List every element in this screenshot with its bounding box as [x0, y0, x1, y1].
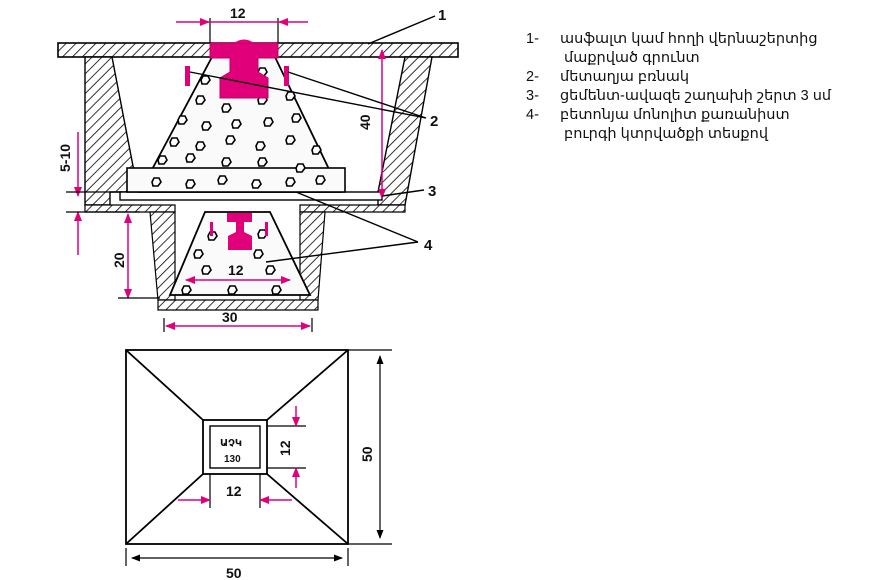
legend-num-3: 3-	[526, 88, 539, 104]
aggregate-stone	[217, 175, 228, 185]
aggregate-stone	[271, 285, 282, 295]
legend-item-4: 4- բետոնյա մոնոլիտ քառանիստ բուրգի կտրվա…	[526, 106, 886, 144]
aggregate-stone	[311, 145, 322, 155]
aggregate-stone	[255, 141, 266, 151]
concrete-aggregate	[151, 67, 326, 189]
legend-item-2: 2- մետաղյա բռնակ	[526, 68, 886, 87]
dimension-lines	[66, 18, 386, 332]
legend-item-1: 1- ասֆալտ կամ հողի վերնաշերտից մաքրված գ…	[526, 30, 886, 68]
aggregate-stone	[253, 249, 264, 259]
callout-3: 3	[428, 183, 436, 200]
metal-handle-rail-upper	[185, 39, 289, 99]
aggregate-stone	[285, 91, 296, 101]
plan-dim-50-bottom: 50	[226, 565, 242, 580]
aggregate-stone	[195, 141, 206, 151]
dim-20: 20	[111, 252, 127, 268]
legend-text-1: ասֆալտ կամ հողի վերնաշերտից	[560, 31, 818, 47]
legend-item-3: 3- ցեմենտ-ավազե շաղախի շերտ 3 սմ	[526, 87, 886, 106]
aggregate-stone	[221, 157, 232, 167]
dim-30: 30	[222, 309, 238, 325]
legend-cont-1: մաքրված գրունտ	[564, 50, 700, 66]
plan-view	[125, 349, 349, 545]
aggregate-stone	[201, 121, 212, 131]
legend-num-2: 2-	[526, 69, 539, 85]
aggregate-stone	[185, 179, 196, 189]
aggregate-stone	[225, 135, 236, 145]
aggregate-stone	[185, 153, 196, 163]
legend-num-4: 4-	[526, 107, 539, 123]
dim-top-width: 12	[230, 5, 246, 21]
legend-text-3: ցեմենտ-ավազե շաղախի շերտ 3 սմ	[560, 88, 832, 104]
legend-num-1: 1-	[526, 31, 539, 47]
aggregate-stone	[221, 103, 232, 113]
dim-small-12: 12	[228, 262, 244, 278]
metal-handle-rail-lower	[210, 213, 268, 250]
legend-text-4: բետոնյա մոնոլիտ քառանիստ	[560, 107, 790, 123]
dim-5-10: 5-10	[57, 144, 73, 172]
aggregate-stone	[177, 115, 188, 125]
aggregate-stone	[265, 265, 276, 275]
aggregate-stone	[201, 265, 212, 275]
aggregate-stone	[251, 179, 262, 189]
aggregate-stone	[263, 117, 274, 127]
plan-mark-num: 130	[224, 454, 241, 465]
callout-2: 2	[430, 113, 438, 130]
plan-dim-12-bottom: 12	[226, 483, 242, 499]
plan-dim-12-right: 12	[277, 440, 293, 456]
aggregate-stone	[231, 119, 242, 129]
plan-dimensions	[125, 349, 392, 566]
callout-1: 1	[438, 7, 446, 24]
aggregate-stone	[169, 137, 180, 147]
aggregate-stone	[315, 175, 326, 185]
aggregate-stone	[227, 285, 238, 295]
legend-text-2: մետաղյա բռնակ	[560, 69, 690, 85]
aggregate-stone	[195, 95, 206, 105]
aggregate-stone	[151, 177, 162, 187]
callout-leaders	[189, 15, 436, 263]
aggregate-stone	[181, 285, 192, 295]
legend: 1- ասֆալտ կամ հողի վերնաշերտից մաքրված գ…	[526, 30, 886, 144]
concrete-aggregate-lower	[181, 229, 282, 295]
aggregate-stone	[285, 177, 296, 187]
legend-cont-4: բուրգի կտրվածքի տեսքով	[564, 126, 769, 142]
aggregate-stone	[200, 75, 211, 85]
dim-depth-40: 40	[357, 114, 373, 130]
aggregate-stone	[193, 249, 204, 259]
aggregate-stone	[295, 163, 306, 173]
aggregate-stone	[257, 157, 268, 167]
aggregate-stone	[291, 113, 302, 123]
plan-mark: ԱՉԿ	[220, 438, 242, 449]
excavation-walls	[84, 56, 433, 311]
mortar-layer	[119, 191, 383, 201]
plan-dim-50-right: 50	[359, 446, 375, 462]
aggregate-stone	[285, 135, 296, 145]
aggregate-stone	[157, 155, 168, 165]
callout-4: 4	[424, 237, 433, 254]
